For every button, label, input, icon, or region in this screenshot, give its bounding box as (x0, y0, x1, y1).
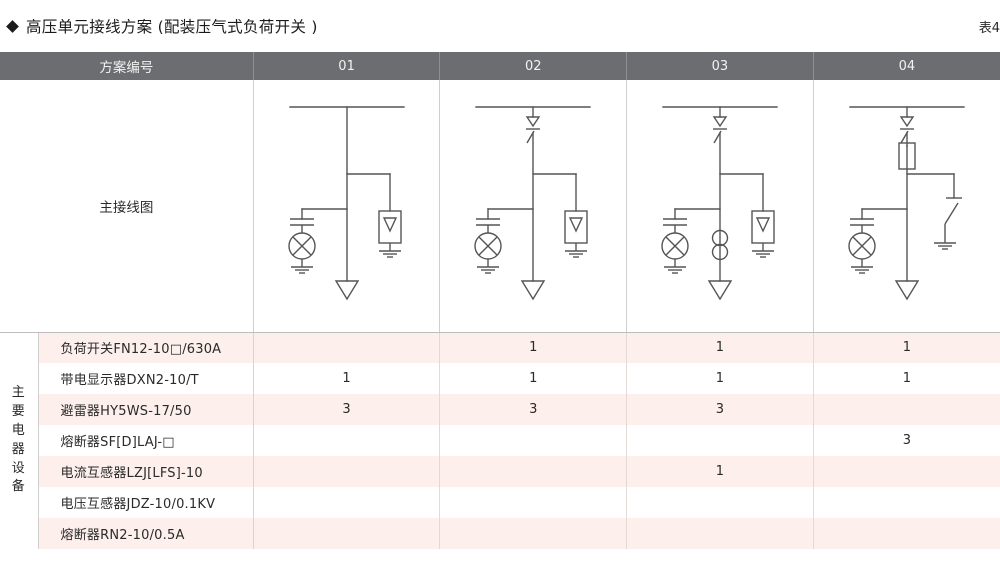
row-label: 带电显示器DXN2-10/T (38, 363, 254, 394)
cell-01 (253, 518, 441, 549)
diagram-02-cell (439, 80, 628, 333)
header-scheme-04: 04 (813, 52, 1000, 80)
table-row: 避雷器HY5WS-17/50 3 3 3 (0, 394, 1000, 425)
cell-04 (813, 394, 1000, 425)
row-label: 避雷器HY5WS-17/50 (38, 394, 254, 425)
cell-01 (253, 456, 441, 487)
table-number-label: 表4 (978, 21, 1000, 36)
cell-02 (439, 425, 628, 456)
cell-04: 1 (813, 332, 1000, 363)
cell-01 (253, 425, 441, 456)
cell-02: 1 (439, 363, 628, 394)
cable-outlet-arrow (894, 280, 920, 301)
current-transformer (711, 229, 729, 260)
main-wiring-diagram-row: 主接线图 (0, 80, 1000, 333)
diagram-01 (287, 106, 405, 301)
page-title-bar: 高压单元接线方案 (配装压气式负荷开关 ) (0, 0, 1000, 52)
cell-04 (813, 456, 1000, 487)
cell-03: 3 (626, 394, 814, 425)
diagram-04 (848, 106, 965, 301)
cell-04 (813, 487, 1000, 518)
row-label: 熔断器RN2-10/0.5A (38, 518, 254, 549)
cell-02 (439, 487, 628, 518)
earthing-switch (933, 197, 962, 250)
table-row: 主要电器设备 负荷开关FN12-10□/630A 1 1 1 (0, 332, 1000, 549)
diagram-04-cell (813, 80, 1000, 333)
surge-arrester (377, 210, 402, 258)
cable-outlet-arrow (707, 280, 733, 301)
cell-01: 3 (253, 394, 441, 425)
wiring-scheme-table: 方案编号 01 02 03 04 主接线图 (0, 52, 1000, 549)
diamond-bullet-icon (6, 19, 19, 33)
table-row: 电流互感器LZJ[LFS]-10 1 (0, 456, 1000, 487)
equipment-group-label: 主要电器设备 (11, 385, 26, 495)
cell-02: 3 (439, 394, 628, 425)
load-switch (525, 116, 541, 144)
cell-03 (626, 487, 814, 518)
table-row: 熔断器SF[D]LAJ-□ 3 (0, 425, 1000, 456)
cell-01: 1 (253, 363, 441, 394)
table-header-row: 方案编号 01 02 03 04 (0, 52, 1000, 80)
diagram-row-label: 主接线图 (0, 80, 254, 333)
diagram-02 (474, 106, 591, 301)
header-scheme-label: 方案编号 (0, 52, 254, 80)
diagram-03-cell (626, 80, 814, 333)
diagram-01-cell (253, 80, 441, 333)
table-row: 熔断器RN2-10/0.5A (0, 518, 1000, 549)
header-scheme-03: 03 (626, 52, 814, 80)
load-switch (899, 116, 915, 144)
row-label: 熔断器SF[D]LAJ-□ (38, 425, 254, 456)
row-label: 电流互感器LZJ[LFS]-10 (38, 456, 254, 487)
table-row: 电压互感器JDZ-10/0.1KV (0, 487, 1000, 518)
equipment-group-label-cell: 主要电器设备 (0, 332, 39, 549)
table-row: 带电显示器DXN2-10/T 1 1 1 1 (0, 363, 1000, 394)
cell-03: 1 (626, 363, 814, 394)
cell-02 (439, 518, 628, 549)
cell-02: 1 (439, 332, 628, 363)
surge-arrester (751, 210, 775, 258)
surge-arrester (564, 210, 588, 258)
voltage-indicator (287, 218, 316, 274)
header-scheme-01: 01 (253, 52, 441, 80)
cell-03 (626, 518, 814, 549)
cell-03: 1 (626, 456, 814, 487)
cell-01 (253, 487, 441, 518)
page-title: 高压单元接线方案 (配装压气式负荷开关 ) (26, 18, 318, 36)
voltage-indicator (848, 218, 876, 274)
diagram-03 (661, 106, 778, 301)
cable-outlet-arrow (334, 280, 359, 301)
cell-04: 3 (813, 425, 1000, 456)
voltage-indicator (661, 218, 689, 274)
cell-02 (439, 456, 628, 487)
cell-04 (813, 518, 1000, 549)
fuse (898, 142, 916, 170)
cable-outlet-arrow (520, 280, 546, 301)
cell-04: 1 (813, 363, 1000, 394)
cell-01 (253, 332, 441, 363)
row-label: 电压互感器JDZ-10/0.1KV (38, 487, 254, 518)
cell-03: 1 (626, 332, 814, 363)
cell-03 (626, 425, 814, 456)
header-scheme-02: 02 (439, 52, 628, 80)
voltage-indicator (474, 218, 502, 274)
load-switch (712, 116, 728, 144)
row-label: 负荷开关FN12-10□/630A (38, 332, 254, 363)
